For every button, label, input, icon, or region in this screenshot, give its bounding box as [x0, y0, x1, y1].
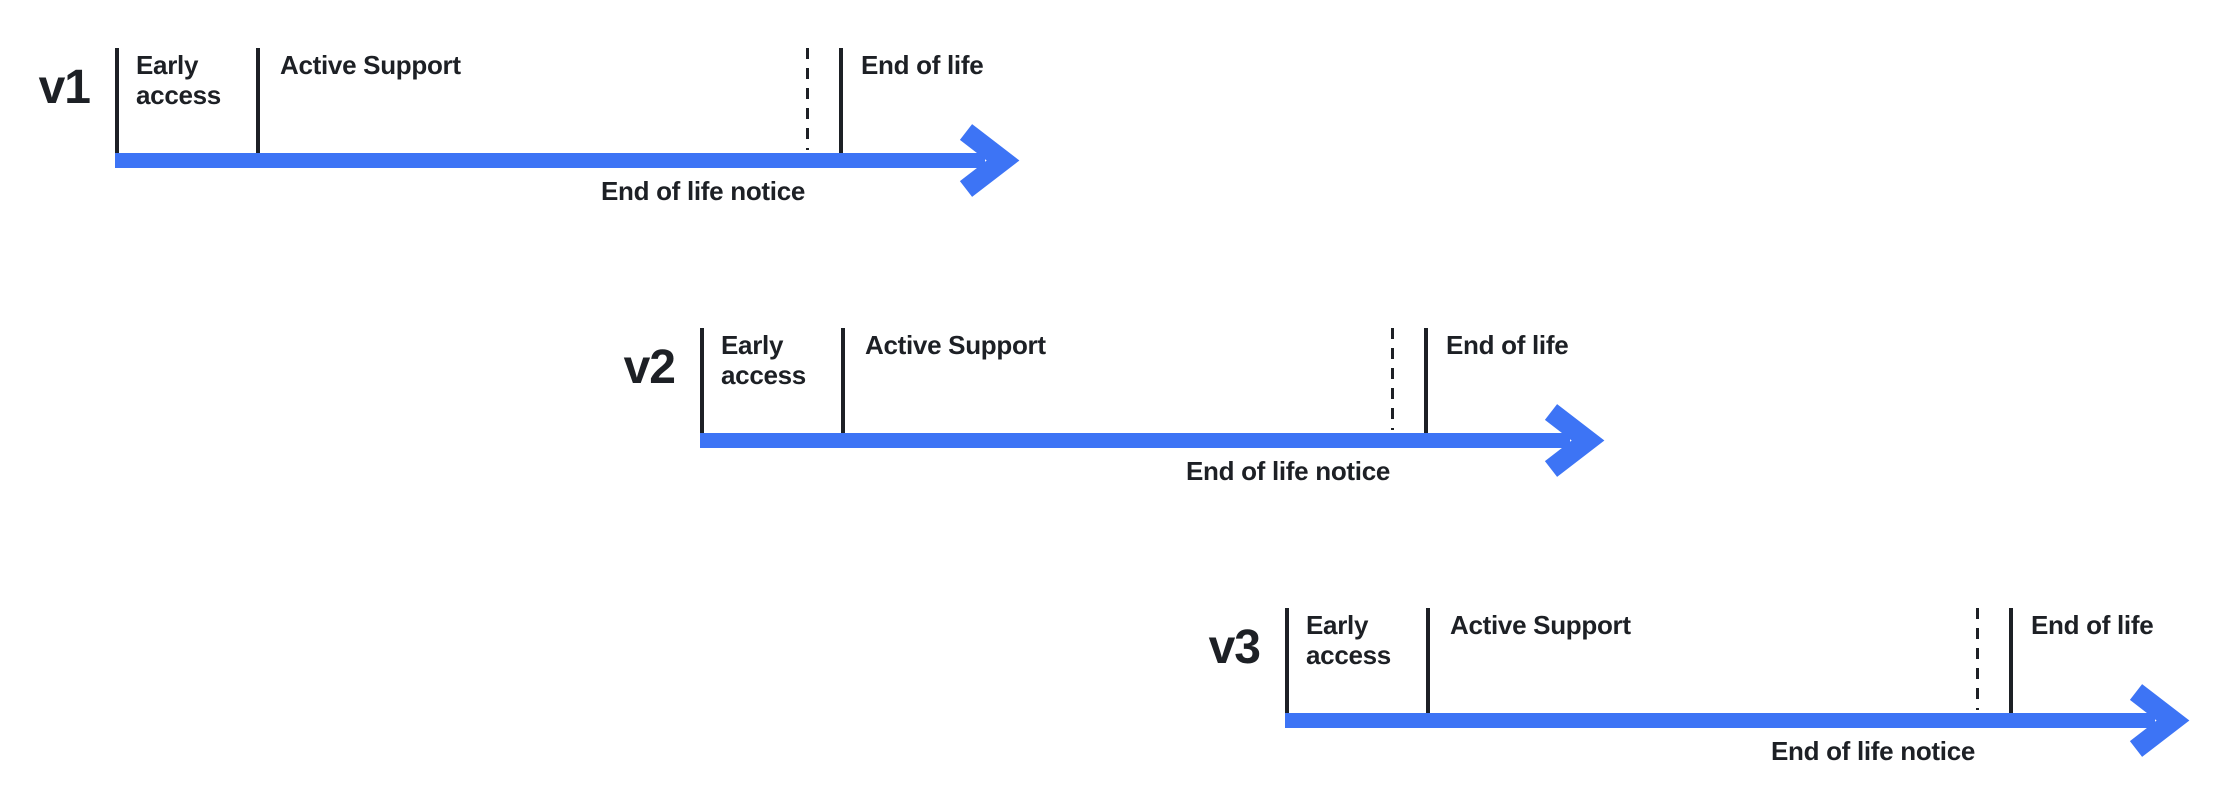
end-of-life-label: End of life — [2031, 610, 2154, 640]
end-of-life-tick — [1424, 328, 1428, 433]
version-label: v2 — [623, 341, 676, 394]
active-support-start-tick — [841, 328, 845, 433]
early-access-label: Early access — [1306, 610, 1391, 670]
end-of-life-tick — [839, 48, 843, 153]
early-access-start-tick — [115, 48, 119, 153]
timeline-row-v2: v2 Early access Active Support End of li… — [585, 300, 1685, 510]
active-support-label: Active Support — [865, 330, 1046, 360]
end-of-life-notice-label: End of life notice — [1770, 736, 1976, 766]
early-access-label: Early access — [136, 50, 221, 110]
end-of-life-label: End of life — [861, 50, 984, 80]
timeline-row-v1: v1 Early access Active Support End of li… — [0, 20, 1100, 230]
active-support-start-tick — [256, 48, 260, 153]
active-support-label: Active Support — [280, 50, 461, 80]
arrow-head-icon — [959, 124, 1020, 197]
eol-notice-dashed-line — [1976, 608, 1979, 710]
active-support-label: Active Support — [1450, 610, 1631, 640]
end-of-life-tick — [2009, 608, 2013, 713]
version-label: v1 — [38, 61, 91, 114]
eol-notice-dashed-line — [1391, 328, 1394, 430]
timeline-row-v3: v3 Early access Active Support End of li… — [1170, 580, 2228, 790]
arrow-head-icon — [2129, 684, 2190, 757]
version-label: v3 — [1208, 621, 1261, 674]
early-access-label: Early access — [721, 330, 806, 390]
active-support-start-tick — [1426, 608, 1430, 713]
eol-notice-dashed-line — [806, 48, 809, 150]
end-of-life-label: End of life — [1446, 330, 1569, 360]
early-access-start-tick — [1285, 608, 1289, 713]
early-access-start-tick — [700, 328, 704, 433]
end-of-life-notice-label: End of life notice — [1185, 456, 1391, 486]
end-of-life-notice-label: End of life notice — [600, 176, 806, 206]
arrow-head-icon — [1544, 404, 1605, 477]
